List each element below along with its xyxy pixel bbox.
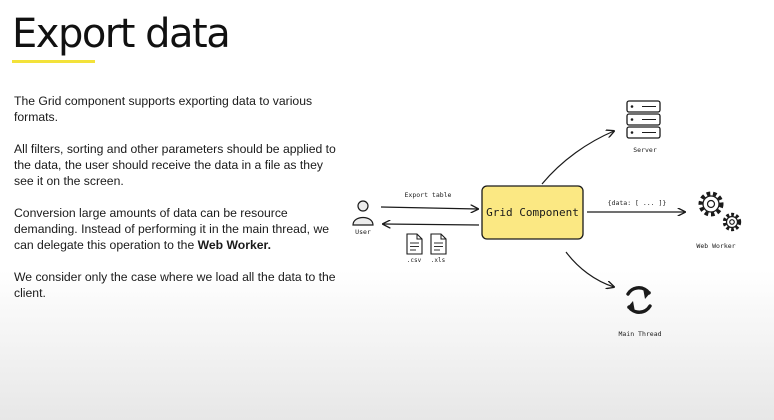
csv-label: .csv: [407, 257, 422, 264]
user-icon: [352, 200, 374, 226]
paragraph-formats: The Grid component supports exporting da…: [14, 94, 313, 124]
paragraph-conversion-text: Conversion large amounts of data can be …: [14, 206, 330, 252]
grid-component-box: [481, 185, 584, 240]
web-worker-label: Web Worker: [696, 242, 735, 250]
grid-component-label: Grid Component: [486, 206, 579, 219]
paragraph-filters: All filters, sorting and other parameter…: [14, 142, 336, 188]
gears-icon: [698, 191, 742, 232]
user-label: User: [355, 228, 371, 236]
server-arrow: [541, 131, 614, 185]
web-worker-emphasis: Web Worker.: [197, 238, 271, 252]
main-thread-label: Main Thread: [618, 330, 661, 338]
refresh-icon: [626, 286, 652, 314]
main-thread-arrow: [565, 251, 614, 287]
return-arrow: [383, 224, 480, 225]
xls-label: .xls: [431, 257, 446, 264]
slide-title: Export data: [12, 11, 231, 57]
export-arrow: [380, 207, 478, 209]
data-label: {data: [ ... ]}: [608, 199, 667, 207]
title-underline: [12, 60, 95, 63]
export-arrow-label: Export table: [405, 191, 452, 199]
server-icon: [626, 100, 661, 139]
server-label: Server: [633, 146, 657, 154]
csv-file-icon: [406, 233, 423, 255]
xls-file-icon: [430, 233, 447, 255]
paragraph-conversion: Conversion large amounts of data can be …: [14, 205, 344, 253]
paragraph-scope: We consider only the case where we load …: [14, 270, 336, 300]
slide-body: The Grid component supports exporting da…: [14, 93, 344, 317]
